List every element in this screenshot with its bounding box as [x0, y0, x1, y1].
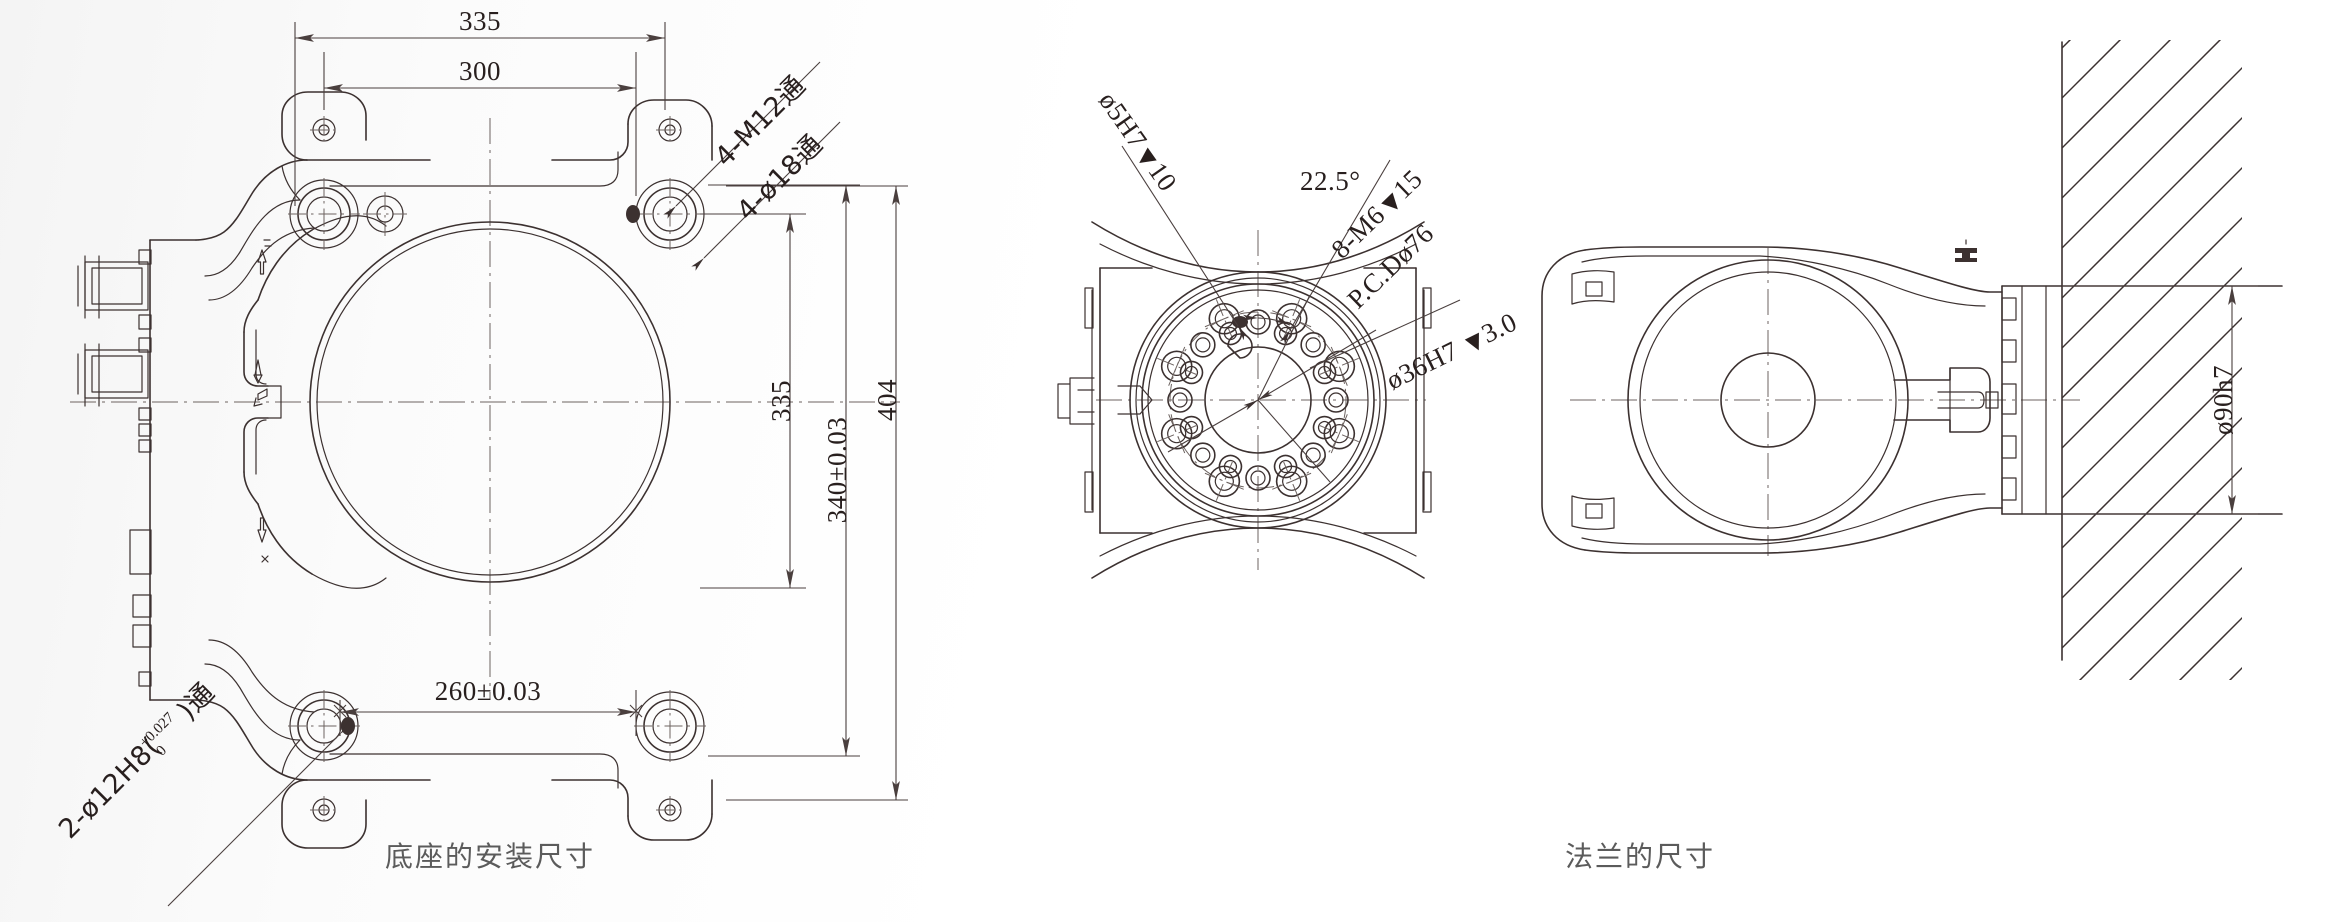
base-boss-top-right	[634, 116, 706, 250]
base-boss-bottom-right	[634, 690, 706, 824]
base-view-group: 335 300 335 340±0.03 404 260±0.03 4-M12通…	[53, 6, 908, 907]
callout-pin-hole: ø5H7 ▼ 10	[1093, 86, 1183, 197]
dim-bottom-span-tol: 260±0.03	[435, 676, 542, 706]
base-boss-top-left	[288, 116, 407, 250]
callout-bore: ø36H7 ▼ 3.0	[1381, 307, 1521, 396]
dim-overall-height: 404	[872, 379, 902, 421]
callout-angle: 22.5°	[1300, 166, 1361, 196]
side-body-outline	[1541, 239, 2063, 554]
dim-overall-width-top: 335	[459, 6, 501, 36]
base-leader-lines	[167, 61, 841, 907]
wall-hatching	[2062, 40, 2242, 680]
callout-bore-dia: ø36H7	[1381, 335, 1462, 395]
base-connector-ports	[77, 249, 152, 687]
flange-m6-holes	[1157, 299, 1359, 501]
side-fastener-detail	[1955, 239, 1977, 262]
flange-leader-lines	[1121, 145, 1461, 483]
side-shaft-dimension	[2062, 285, 2258, 515]
caption-base-view: 底座的安装尺寸	[385, 840, 595, 873]
base-centerlines	[70, 118, 900, 700]
dim-bolt-span-height: 335	[766, 380, 796, 422]
caption-flange-view: 法兰的尺寸	[1565, 840, 1715, 873]
dim-shaft-diameter: ø90h7	[2208, 365, 2238, 435]
base-direction-symbols	[253, 239, 272, 563]
flange-angle-arc	[1242, 294, 1311, 401]
leader-dowel-callout-12h8: 2-ø12H8( +0.027 0 )通	[53, 677, 221, 845]
base-body-outline	[149, 91, 713, 849]
flange-disc-rings	[1129, 271, 1387, 529]
dowel-callout-tail: )通	[172, 677, 221, 726]
dim-bolt-span-width: 300	[459, 56, 501, 86]
flange-housing-outline	[1057, 221, 1432, 579]
mounting-wall	[2061, 40, 2283, 680]
dim-mount-height-tol: 340±0.03	[822, 417, 852, 524]
flange-view-group: ø5H7 ▼ 10 22.5° 8-M6 ▼ 15 P.C.Dø76 ø36H7…	[1057, 86, 1522, 579]
side-view-group: ø90h7	[1541, 40, 2283, 680]
side-centerlines	[1570, 248, 2080, 556]
base-dimension-lines	[294, 22, 908, 801]
